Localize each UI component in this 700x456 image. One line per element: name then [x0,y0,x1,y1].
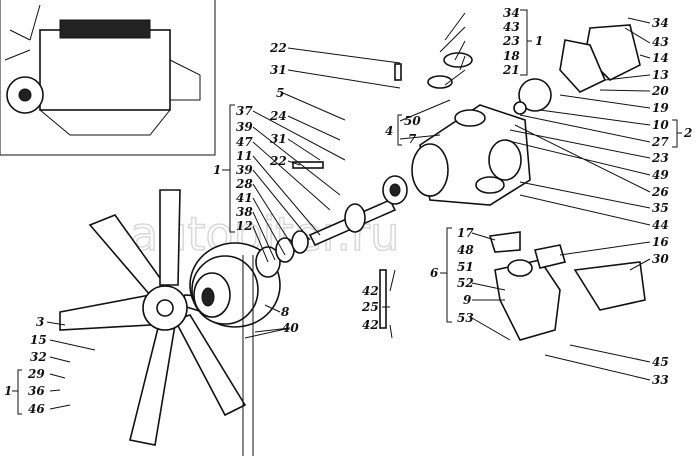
part-label: 24 [269,109,287,123]
part-label: 11 [236,149,253,163]
part-labels-tube-group: 22 31 5 24 31 22 [269,41,287,168]
part-label: 22 [269,154,287,168]
part-label: 52 [457,276,474,290]
part-label: 36 [28,384,45,398]
part-label: 29 [27,367,45,381]
part-label: 43 [503,20,520,34]
part-label: 41 [236,191,253,205]
part-label: 3 [36,315,44,329]
part-label: 14 [652,51,669,65]
part-label: 44 [652,218,669,232]
part-label: 47 [236,135,253,149]
part-label: 26 [651,185,669,199]
part-labels-bracket-group: 17 48 51 52 9 53 6 [430,226,474,325]
part-label-pulley: 8 [281,305,290,319]
part-labels-shaft-group: 37 39 47 11 39 28 41 38 12 1 [213,104,253,233]
part-label: 10 [652,118,669,132]
part-label: 50 [404,114,421,128]
part-label: 45 [652,355,669,369]
part-label: 32 [30,350,47,364]
part-label: 23 [651,151,669,165]
part-label: 31 [270,63,287,77]
part-labels-fan-group: 3 15 32 29 36 46 1 [4,315,47,416]
part-label: 43 [652,35,669,49]
part-label: 49 [652,168,669,182]
part-label: 30 [652,252,669,266]
part-label: 42 [362,284,379,298]
outlet-bracket [379,231,646,341]
part-labels-housing-group: 50 7 4 [385,114,421,146]
pump-shaft [308,175,408,247]
part-label: 16 [652,235,669,249]
part-label: 35 [652,201,669,215]
part-label: 19 [652,101,669,115]
part-label: 51 [457,260,474,274]
part-labels-right-column: 34 43 14 13 20 19 10 27 23 49 26 35 44 1… [651,16,692,387]
part-label: 39 [236,120,253,134]
part-label: 38 [236,205,253,219]
assembly-label: 1 [213,163,221,177]
part-label: 7 [408,132,417,146]
pump-cover [427,24,641,115]
part-label: 22 [269,41,287,55]
part-label: 18 [503,49,520,63]
assembly-label: 1 [535,34,543,48]
engine-inset [0,0,216,156]
assembly-label: 6 [430,266,439,280]
part-label: 34 [652,16,669,30]
part-label: 13 [652,68,669,82]
part-label: 37 [236,104,253,118]
part-label: 9 [463,293,472,307]
part-label: 21 [502,63,520,77]
part-labels-cover-group: 34 43 23 18 21 1 [502,6,543,77]
fan [59,189,251,446]
part-label: 17 [457,226,474,240]
part-label: 27 [651,135,669,149]
part-label: 25 [361,300,379,314]
assembly-label: 2 [683,126,692,140]
part-label: 34 [503,6,520,20]
group-brackets [12,9,682,415]
part-label: 15 [30,333,47,347]
part-label: 28 [235,177,253,191]
pulley [189,230,309,328]
part-label: 53 [457,311,474,325]
part-label: 39 [236,163,253,177]
part-label: 33 [652,373,669,387]
part-label: 12 [236,219,253,233]
assembly-label: 4 [385,124,393,138]
belts [242,255,254,456]
part-label-belts: 40 [282,321,299,335]
part-label: 23 [502,34,520,48]
part-label: 20 [651,84,669,98]
assembly-label: 1 [4,384,12,398]
part-label: 5 [276,86,284,100]
part-label: 48 [457,243,474,257]
bypass-tube [292,59,402,169]
leader-lines [46,12,651,410]
part-labels-hose-group: 42 25 42 [361,284,379,332]
part-label: 42 [362,318,379,332]
part-label: 46 [28,402,45,416]
part-label: 31 [270,132,287,146]
pump-housing [411,104,531,206]
